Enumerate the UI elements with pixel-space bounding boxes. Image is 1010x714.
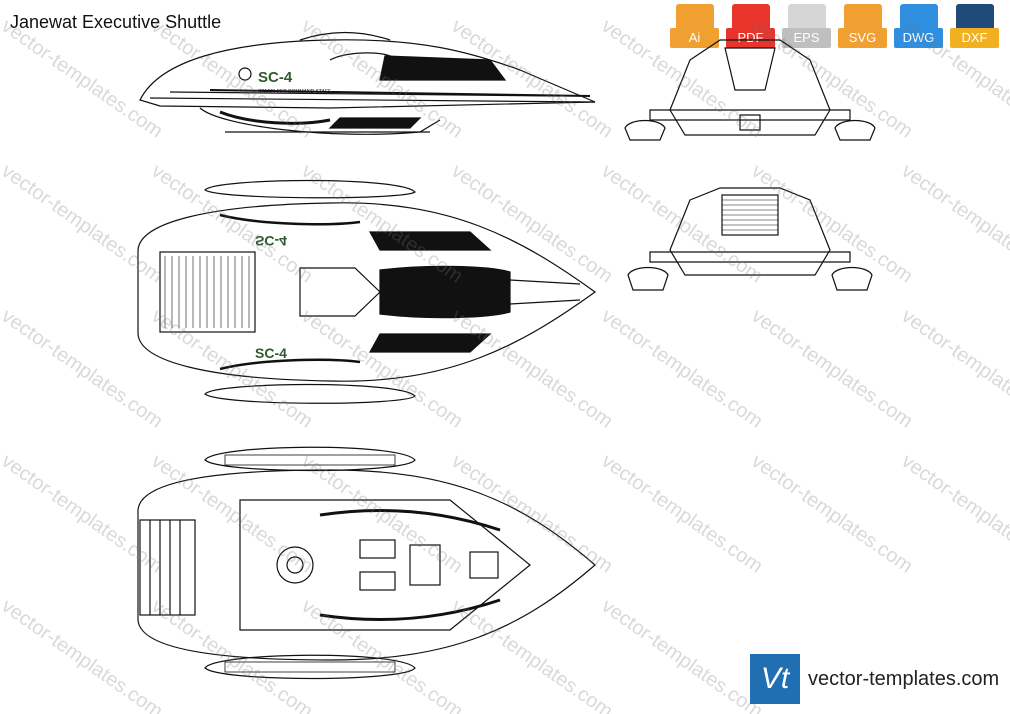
brand-logo-icon: Vt bbox=[750, 654, 800, 704]
side-view: SC-4 STARFLEET COMMAND STAFF bbox=[139, 31, 596, 135]
format-pdf-button[interactable]: PDF bbox=[726, 4, 775, 52]
front-view bbox=[624, 39, 876, 141]
subtitle-label: STARFLEET COMMAND STAFF bbox=[258, 89, 331, 95]
format-dwg-button[interactable]: DWG bbox=[894, 4, 943, 52]
page-title: Janewat Executive Shuttle bbox=[10, 12, 222, 32]
format-label: DWG bbox=[894, 28, 943, 48]
format-eps-button[interactable]: EPS bbox=[782, 4, 831, 52]
top-view: SC-4 SC-4 bbox=[137, 179, 597, 404]
rear-view bbox=[627, 187, 873, 291]
format-label: PDF bbox=[726, 28, 775, 48]
format-label: SVG bbox=[838, 28, 887, 48]
format-label: DXF bbox=[950, 28, 999, 48]
format-buttons: Ai PDF EPS SVG DWG DXF bbox=[670, 4, 999, 52]
format-dxf-button[interactable]: DXF bbox=[950, 4, 999, 52]
brand-link[interactable]: Vt vector-templates.com bbox=[750, 654, 999, 704]
registry-label: SC-4 bbox=[258, 69, 293, 86]
format-label: EPS bbox=[782, 28, 831, 48]
bottom-view bbox=[137, 446, 596, 680]
format-svg-button[interactable]: SVG bbox=[838, 4, 887, 52]
registry-label-starboard: SC-4 bbox=[255, 233, 287, 249]
brand-name: vector-templates.com bbox=[808, 667, 1000, 690]
format-label: Ai bbox=[670, 28, 719, 48]
registry-label-port: SC-4 bbox=[255, 345, 287, 361]
format-ai-button[interactable]: Ai bbox=[670, 4, 719, 52]
